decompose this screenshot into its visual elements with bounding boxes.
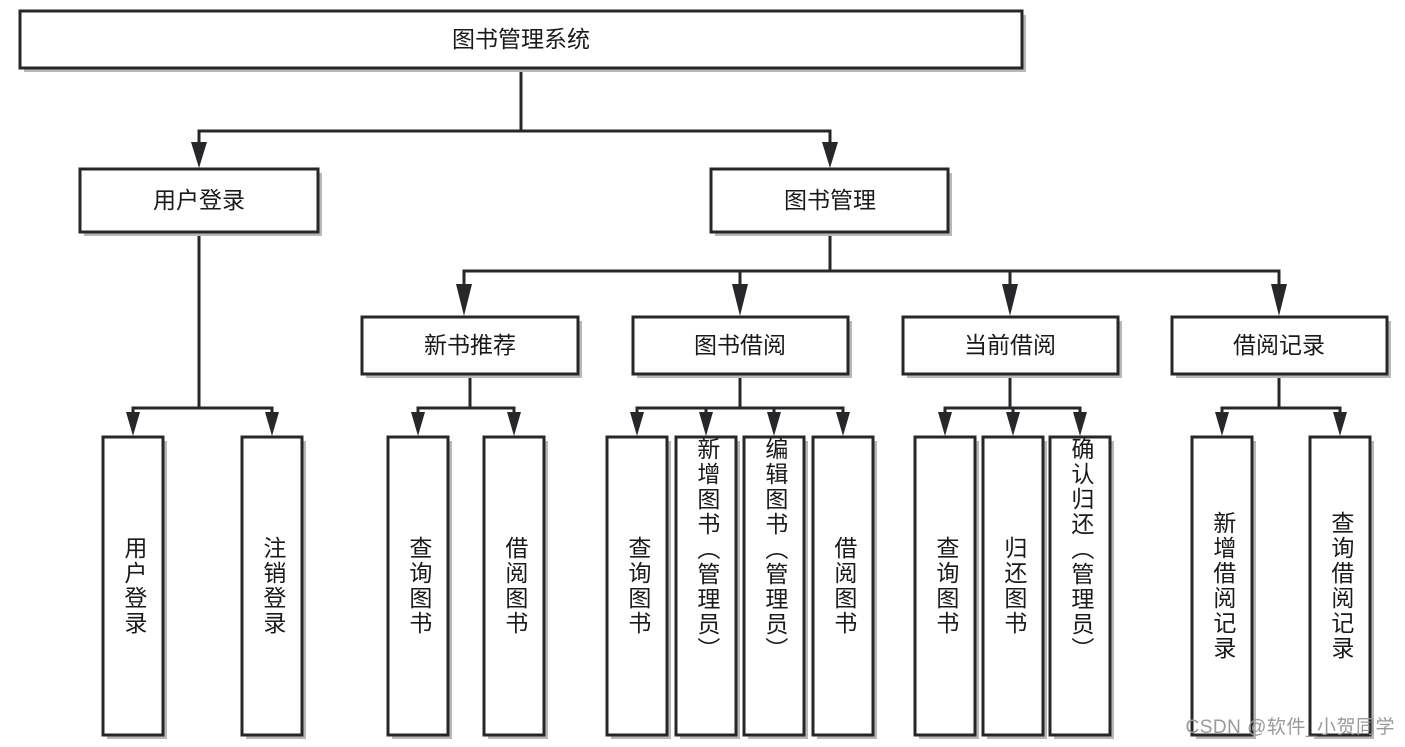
book-manage-box[interactable]: [709, 167, 950, 234]
root-label: 图书管理系统: [452, 26, 590, 52]
leaf-query-book-borrow-box[interactable]: [605, 435, 669, 737]
root-box[interactable]: [18, 9, 1024, 70]
book-borrow-label: 图书借阅: [694, 332, 786, 358]
arrow-to-leaf-add-borrow-record: [1215, 412, 1229, 436]
node-book-manage[interactable]: 图书管理: [709, 167, 952, 236]
arrow-to-leaf-confirm-return: [1073, 412, 1087, 436]
user-login-label: 用户登录: [153, 187, 245, 213]
leaf-user-login-box[interactable]: [101, 435, 165, 737]
arrow-to-leaf-return-book: [1006, 412, 1020, 436]
new-book-recommend-box[interactable]: [360, 315, 580, 376]
node-borrow-record[interactable]: 借阅记录: [1170, 315, 1391, 378]
edge-layer: [126, 66, 1347, 436]
leaf-query-book-rec-box[interactable]: [386, 435, 450, 737]
node-user-login[interactable]: 用户登录: [78, 167, 322, 236]
current-borrow-label: 当前借阅: [964, 332, 1056, 358]
arrow-to-user-login: [191, 142, 207, 168]
leaf-borrow-book-box[interactable]: [811, 435, 875, 737]
leaf-query-book-cur-box[interactable]: [913, 435, 977, 737]
leaf-box-layer: [101, 435, 1374, 739]
leaf-add-book-box[interactable]: [674, 435, 738, 737]
leaf-return-book-box[interactable]: [981, 435, 1045, 737]
book-borrow-box[interactable]: [631, 315, 850, 376]
leaf-confirm-return-box[interactable]: [1048, 435, 1112, 737]
arrow-to-leaf-query-book-cur: [938, 412, 952, 436]
arrow-to-leaf-logout: [265, 412, 279, 436]
node-root[interactable]: 图书管理系统: [18, 9, 1026, 72]
arrow-to-leaf-user-login: [126, 412, 140, 436]
arrow-to-leaf-query-borrow-record: [1333, 412, 1347, 436]
leaf-edit-book-box[interactable]: [742, 435, 806, 737]
node-new-book-recommend[interactable]: 新书推荐: [360, 315, 582, 378]
node-book-borrow[interactable]: 图书借阅: [631, 315, 852, 378]
arrow-to-book-borrow: [732, 284, 748, 316]
arrow-to-current-borrow: [1002, 284, 1018, 316]
borrow-record-label: 借阅记录: [1233, 332, 1325, 358]
arrow-to-leaf-edit-book: [767, 412, 781, 436]
user-login-box[interactable]: [78, 167, 320, 234]
arrow-to-leaf-add-book: [699, 412, 713, 436]
leaf-query-borrow-record-box[interactable]: [1308, 435, 1372, 737]
arrow-to-leaf-borrow-book: [836, 412, 850, 436]
borrow-record-box[interactable]: [1170, 315, 1389, 376]
arrow-to-book-manage: [822, 142, 838, 168]
arrow-to-leaf-borrow-book-rec: [507, 412, 521, 436]
arrow-to-leaf-query-book-rec: [411, 412, 425, 436]
arrow-to-borrow-record: [1271, 284, 1287, 316]
leaf-borrow-book-rec-box[interactable]: [482, 435, 546, 737]
new-book-recommend-label: 新书推荐: [424, 332, 516, 358]
leaf-add-borrow-record-box[interactable]: [1190, 435, 1254, 737]
leaf-logout-box[interactable]: [240, 435, 304, 737]
book-manage-label: 图书管理: [784, 187, 876, 213]
arrow-to-leaf-query-book-borrow: [630, 412, 644, 436]
current-borrow-box[interactable]: [901, 315, 1120, 376]
arrow-to-new-book-recommend: [456, 284, 472, 316]
node-current-borrow[interactable]: 当前借阅: [901, 315, 1122, 378]
